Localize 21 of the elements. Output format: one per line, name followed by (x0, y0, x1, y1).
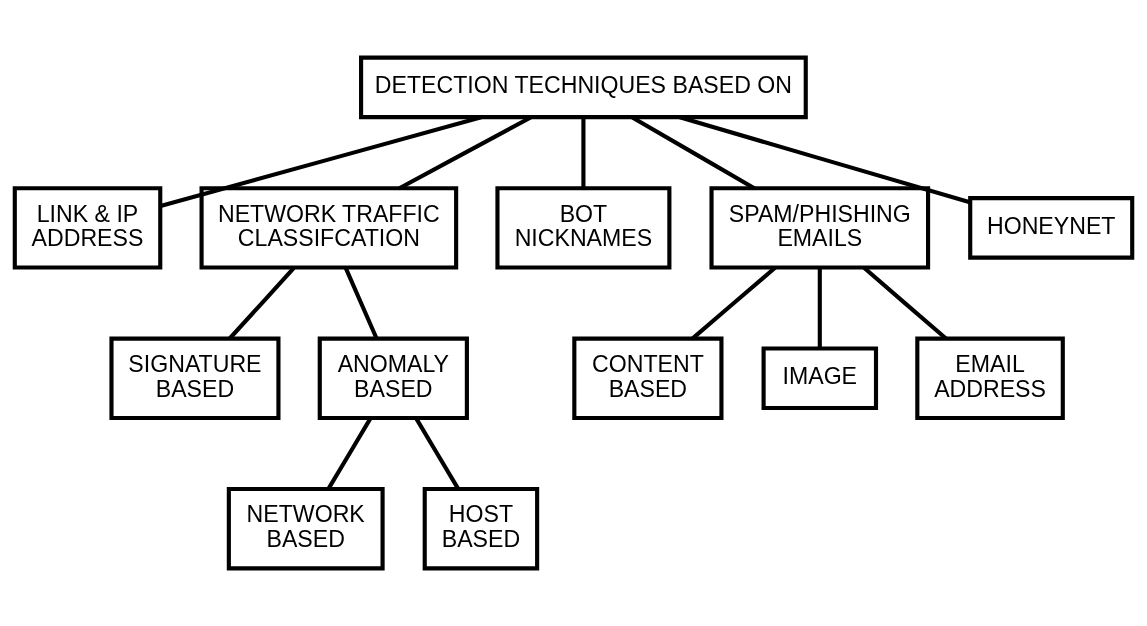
node-box: EMAIL ADDRESS (915, 336, 1065, 421)
node-box: SPAM/PHISHING EMAILS (709, 186, 931, 270)
node-box: CONTENT BASED (572, 336, 724, 421)
node-box: DETECTION TECHNIQUES BASED ON (359, 55, 808, 120)
connector (414, 417, 460, 490)
connector (581, 117, 586, 188)
connector (326, 417, 373, 490)
node-box: LINK & IP ADDRESS (12, 186, 163, 270)
connector (228, 266, 296, 340)
node-box: SIGNATURE BASED (109, 336, 281, 421)
connector (679, 115, 971, 205)
node-box: HOST BASED (422, 486, 540, 571)
connector (343, 267, 379, 340)
connector (160, 115, 482, 208)
node-box: HONEYNET (968, 196, 1135, 260)
node-box: IMAGE (761, 346, 879, 411)
node-box: BOT NICKNAMES (495, 186, 672, 270)
node-box: ANOMALY BASED (317, 336, 469, 421)
node-box: NETWORK TRAFFIC CLASSIFCATION (199, 186, 459, 270)
connector (817, 268, 822, 349)
node-box: NETWORK BASED (226, 486, 385, 571)
